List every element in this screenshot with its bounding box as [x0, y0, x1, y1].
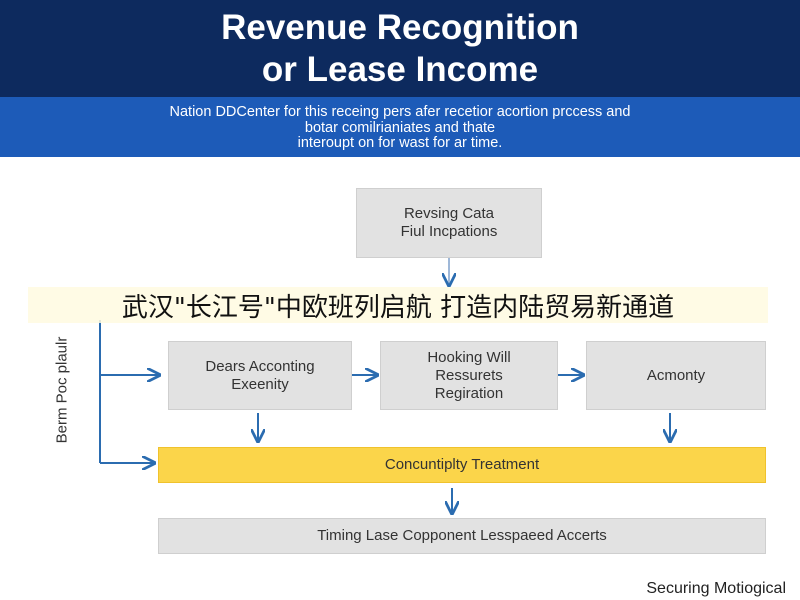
flow-box-top: Revsing Cata Fiul Incpations [356, 188, 542, 258]
subtitle-line1: Nation DDCenter for this receing pers af… [169, 104, 631, 120]
bottom-bar-label: Timing Lase Copponent Lesspaeed Accerts [317, 527, 607, 544]
flow-box-middle: Hooking Will Ressurets Regiration [380, 341, 558, 410]
subtitle-band [0, 97, 800, 157]
flow-box-right: Acmonty [586, 341, 766, 410]
page-title-line2: or Lease Income [261, 50, 539, 89]
header-band [0, 0, 800, 97]
bottom-bar: Timing Lase Copponent Lesspaeed Accerts [158, 518, 766, 554]
subtitle-line2: botar comilrianiates and thate [304, 120, 496, 136]
flow-box-top-label: Revsing Cata Fiul Incpations [400, 205, 498, 240]
flow-box-left-label: Dears Acconting Exeenity [205, 357, 315, 393]
news-banner-text: 武汉"长江号"中欧班列启航 打造内陆贸易新通道 [121, 292, 675, 323]
treatment-bar: Concuntiplty Treatment [158, 447, 766, 483]
footer-caption: Securing Motiogical [646, 580, 786, 597]
treatment-bar-label: Concuntiplty Treatment [384, 456, 540, 473]
news-banner: 武汉"长江号"中欧班列启航 打造内陆贸易新通道 [28, 287, 768, 323]
flow-box-left: Dears Acconting Exeenity [168, 341, 352, 410]
page-title-line1: Revenue Recognition [221, 8, 579, 47]
flow-box-right-label: Acmonty [646, 366, 706, 384]
flow-box-middle-label: Hooking Will Ressurets Regiration [427, 348, 511, 402]
subtitle-line3: interoupt on for wast for ar time. [297, 135, 503, 151]
side-label: Berm Poc plaulr [53, 336, 71, 444]
